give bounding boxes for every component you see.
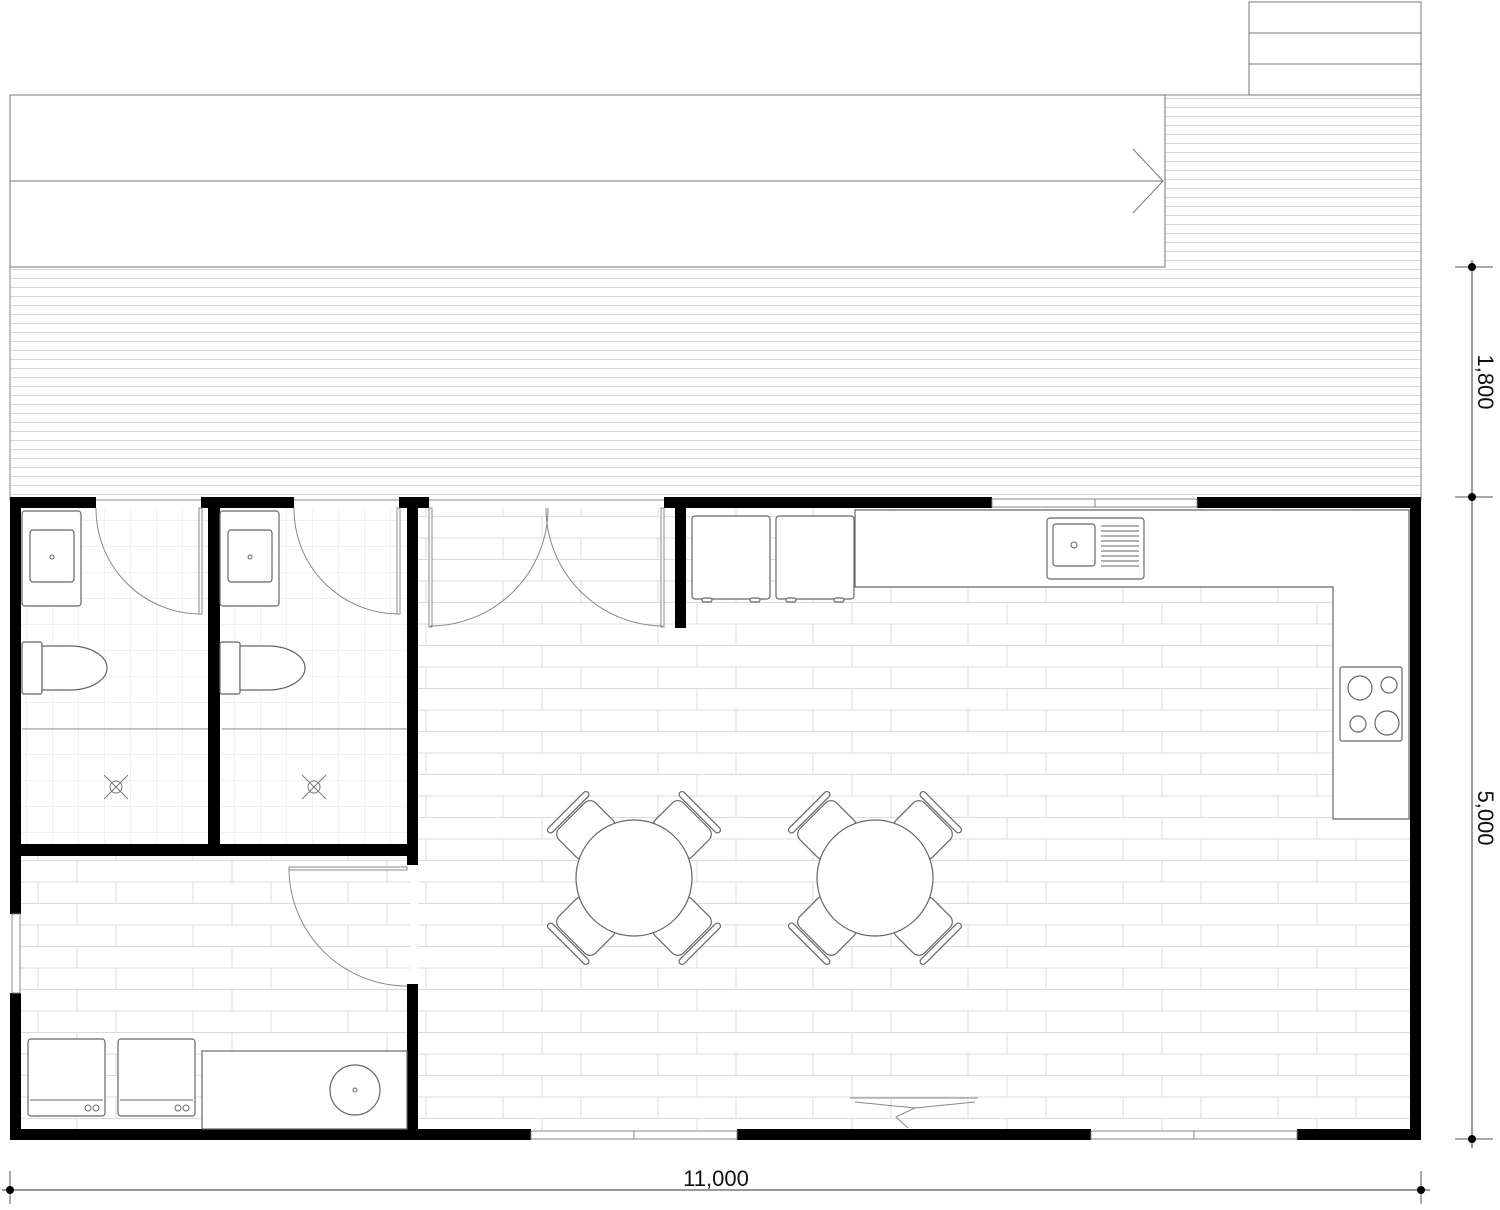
doors	[95, 507, 978, 1129]
dining-table-2	[787, 790, 963, 966]
dimension-depth: 1,800 5,000	[1455, 260, 1498, 1148]
chair-icon	[652, 790, 722, 860]
fridge-icon	[775, 515, 855, 603]
laundry-tub-icon	[201, 1050, 408, 1130]
chair-icon	[546, 790, 616, 860]
width-label: 11,000	[683, 1166, 749, 1191]
toilet-1	[21, 510, 129, 800]
floor-drain-icon	[301, 774, 327, 800]
ramp-arrow-icon	[1132, 148, 1164, 214]
building-depth-label: 5,000	[1473, 790, 1498, 845]
cooktop-icon	[1339, 666, 1403, 742]
basin-icon	[21, 510, 82, 607]
sink-icon	[1046, 517, 1145, 580]
laundry	[27, 1038, 408, 1130]
walls	[10, 497, 1421, 1140]
floor-drain-icon	[103, 774, 129, 800]
toilet-2	[219, 510, 327, 800]
deck-depth-label: 1,800	[1473, 354, 1498, 409]
toilet-icon	[21, 641, 108, 695]
dryer-icon	[117, 1038, 196, 1117]
round-table-icon	[816, 819, 934, 937]
washing-machine-icon	[27, 1038, 106, 1117]
deck	[9, 1, 1422, 501]
ramp	[9, 94, 1166, 268]
toilet-icon	[219, 641, 306, 695]
round-table-icon	[575, 819, 693, 937]
sliding-door	[850, 1097, 978, 1129]
dining-table-1	[546, 790, 722, 966]
kitchen	[691, 509, 1410, 820]
chair-icon	[652, 896, 722, 966]
basin-icon	[219, 510, 280, 607]
dimension-width: 11,000	[2, 1166, 1430, 1204]
chair-icon	[893, 896, 963, 966]
stairs	[1248, 1, 1422, 96]
windows	[11, 498, 1298, 1140]
fridge-icon	[691, 515, 771, 603]
